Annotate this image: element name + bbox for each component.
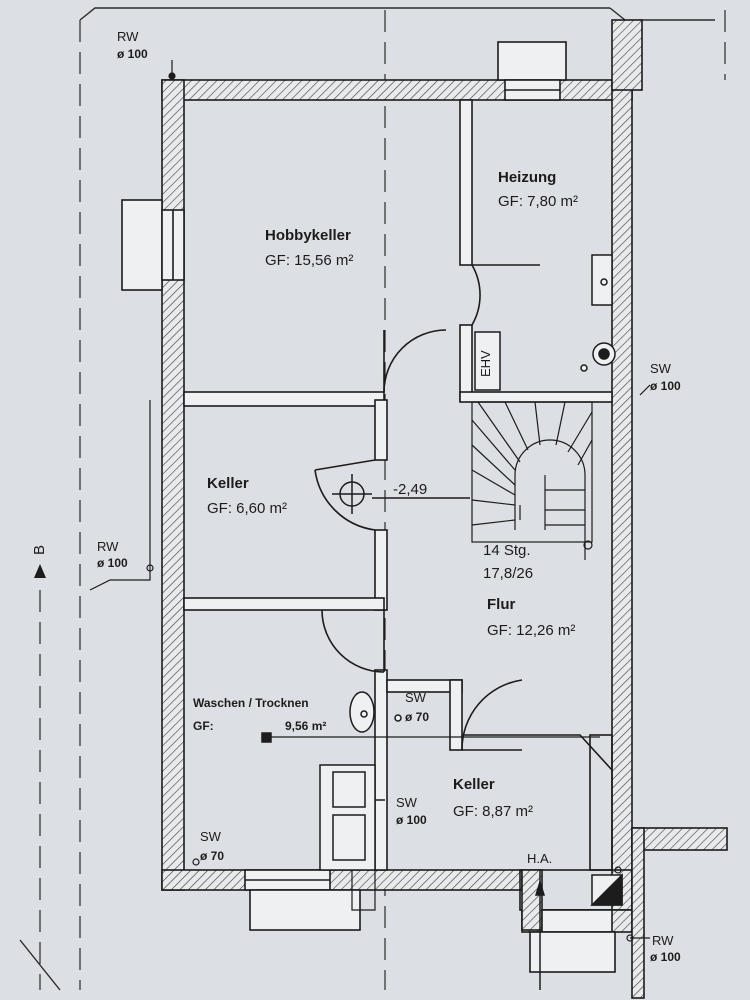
pipe-rw-left-type: RW — [97, 539, 119, 554]
room-name-heizung: Heizung — [498, 169, 557, 186]
room-area-heizung: GF: 7,80 m² — [498, 193, 579, 210]
pipe-sw-corner-type: SW — [200, 829, 221, 844]
room-area-keller-left: GF: 6,60 m² — [207, 500, 288, 517]
pipe-sw-wash-type: SW — [405, 690, 426, 705]
interior-walls — [183, 99, 613, 871]
pipe-rw-bottom-dia: ø 100 — [650, 950, 681, 964]
staircase — [471, 401, 593, 560]
room-name-flur: Flur — [487, 596, 516, 613]
room-area-hobbykeller: GF: 15,56 m² — [265, 252, 354, 269]
pipe-rw-top-dia: ø 100 — [117, 47, 148, 61]
pipe-sw-right-dia: ø 100 — [650, 379, 681, 393]
room-name-keller-right: Keller — [453, 776, 495, 793]
pipe-sw-mid-dia: ø 100 — [396, 813, 427, 827]
doors — [314, 264, 540, 751]
room-name-hobbykeller: Hobbykeller — [265, 227, 351, 244]
pipe-sw-mid-type: SW — [396, 795, 417, 810]
room-area-waschen: 9,56 m² — [285, 719, 327, 733]
section-marker-label: B — [31, 544, 48, 555]
room-prefix-waschen: GF: — [193, 719, 214, 733]
pipe-rw-top-type: RW — [117, 29, 139, 44]
pipe-sw-corner-dia: ø 70 — [200, 849, 225, 863]
windows — [121, 41, 616, 973]
ehv-label: EHV — [478, 350, 493, 377]
pipe-rw-bottom-type: RW — [652, 933, 674, 948]
room-area-flur: GF: 12,26 m² — [487, 622, 576, 639]
stairs-ratio: 17,8/26 — [483, 565, 534, 582]
section-marker-arrow — [34, 564, 46, 578]
ha-label: H.A. — [527, 851, 553, 866]
room-name-waschen: Waschen / Trocknen — [193, 696, 309, 710]
fixtures — [261, 254, 623, 990]
room-area-keller-right: GF: 8,87 m² — [453, 803, 534, 820]
level-label: -2,49 — [393, 481, 428, 498]
pipe-rw-left-dia: ø 100 — [97, 556, 128, 570]
pipe-sw-wash-dia: ø 70 — [405, 710, 430, 724]
level-marker — [332, 474, 470, 514]
stairs-count: 14 Stg. — [483, 542, 531, 559]
pipe-sw-right-type: SW — [650, 361, 671, 376]
pipe-leaders — [89, 60, 651, 942]
room-name-keller-left: Keller — [207, 475, 249, 492]
